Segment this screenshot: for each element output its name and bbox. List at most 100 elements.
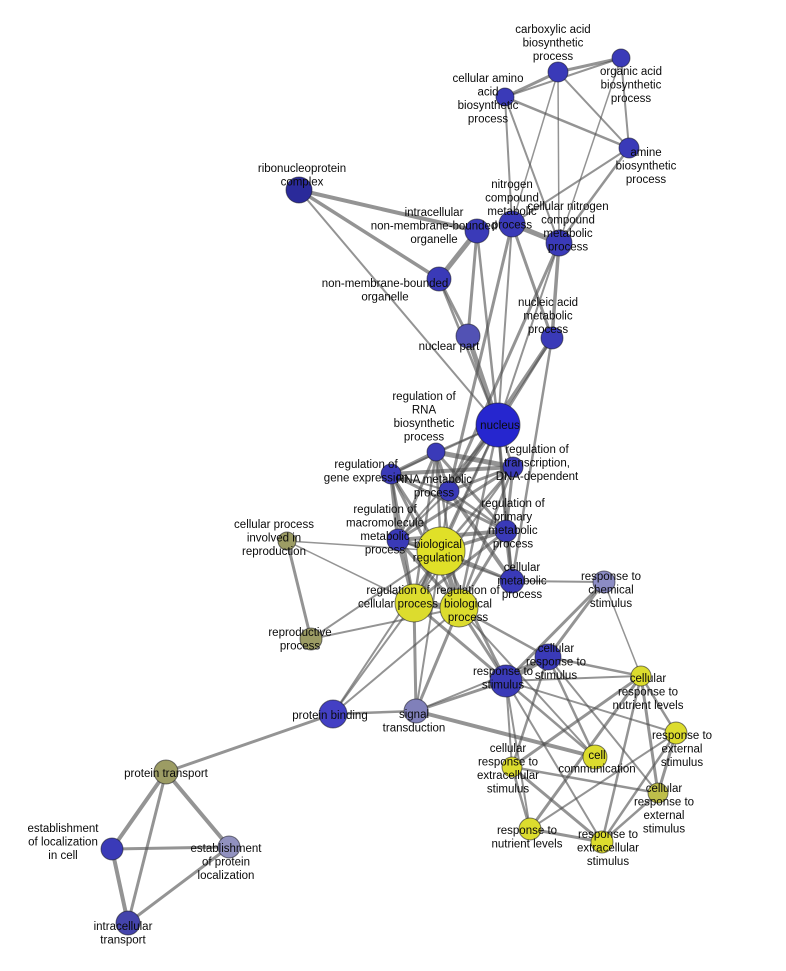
edge-rna-metab--reg-primary-metab[interactable] — [447, 489, 508, 533]
edge-nucleic-acid-metab--cell-metab[interactable] — [510, 336, 554, 583]
edge-cell-resp-stimulus--cell-resp-nutrient[interactable] — [546, 655, 643, 678]
edge-resp-stimulus--resp-nutrient[interactable] — [505, 680, 531, 830]
edge-biol-regulation--repro-process[interactable] — [310, 550, 442, 640]
edge-reg-biol-process--cell-communication[interactable] — [458, 607, 596, 758]
edge-protein-transport--estab-protein-local[interactable] — [164, 770, 231, 849]
node-cell-resp-stimulus[interactable] — [534, 643, 562, 671]
edge-amine-biosyn--cell-n-compound-metab[interactable] — [557, 146, 631, 245]
node-reg-rna-biosyn[interactable] — [426, 442, 446, 462]
node-repro-process[interactable] — [299, 627, 323, 651]
edge-cell-resp-nutrient--resp-extracell[interactable] — [600, 674, 643, 844]
edge-cell-resp-extracell--cell-resp-external[interactable] — [510, 765, 660, 795]
node-rna-metab[interactable] — [438, 480, 460, 502]
edge-intracell-nmb-organelle--nucleus[interactable] — [475, 229, 500, 427]
edge-reg-gene-expr--reg-primary-metab[interactable] — [389, 472, 508, 533]
edge-cell-resp-stimulus--cell-resp-external[interactable] — [547, 656, 659, 794]
edge-resp-external--resp-nutrient[interactable] — [529, 732, 677, 830]
edge-reg-transcription--reg-gene-expr[interactable] — [389, 465, 515, 476]
edge-aa-biosyn--amine-biosyn[interactable] — [503, 95, 631, 150]
edge-reg-cell-process--resp-stimulus[interactable] — [412, 601, 508, 683]
node-n-compound-metab[interactable] — [498, 210, 526, 238]
edge-cell-resp-stimulus--signal-transduction[interactable] — [415, 656, 549, 712]
node-cell-resp-external[interactable] — [647, 782, 669, 804]
node-reg-cell-process[interactable] — [394, 583, 434, 623]
edge-carb-acid-biosyn--amine-biosyn[interactable] — [557, 71, 630, 149]
edge-rnp-complex--nucleus[interactable] — [298, 189, 499, 426]
edge-estab-local-cell--intracell-transport[interactable] — [110, 847, 130, 925]
edge-protein-transport--estab-local-cell[interactable] — [110, 770, 168, 851]
node-cell-resp-extracell[interactable] — [501, 756, 523, 778]
edge-reg-rna-biosyn--reg-macromol-metab[interactable] — [396, 450, 438, 542]
node-nuclear-part[interactable] — [455, 323, 481, 349]
node-biol-regulation[interactable] — [416, 526, 466, 576]
node-nucleus[interactable] — [475, 402, 521, 448]
node-estab-protein-local[interactable] — [217, 835, 241, 859]
node-rnp-complex[interactable] — [285, 176, 313, 204]
edge-resp-extracell--resp-nutrient[interactable] — [528, 827, 604, 844]
node-carb-acid-biosyn[interactable] — [547, 61, 569, 83]
edge-carb-acid-biosyn--org-acid-biosyn[interactable] — [556, 56, 623, 74]
edge-cell-n-compound-metab--nucleus[interactable] — [497, 242, 560, 426]
edge-resp-extracell--cell-resp-extracell[interactable] — [510, 765, 604, 844]
edge-resp-stimulus--cell-communication[interactable] — [504, 679, 597, 759]
edge-reg-biol-process--protein-binding[interactable] — [332, 607, 460, 715]
node-cell-n-compound-metab[interactable] — [545, 229, 573, 257]
edge-cell-resp-nutrient--cell-resp-extracell[interactable] — [510, 674, 643, 769]
edge-biol-regulation--cell-process-repro[interactable] — [286, 540, 442, 552]
edge-cell-resp-nutrient--cell-resp-external[interactable] — [639, 674, 660, 795]
node-reg-gene-expr[interactable] — [380, 463, 402, 485]
edge-reg-cell-process--cell-process-repro[interactable] — [286, 540, 415, 604]
edge-n-compound-metab--nucleus[interactable] — [497, 223, 513, 426]
node-resp-nutrient[interactable] — [518, 817, 542, 841]
edge-cell-communication--signal-transduction[interactable] — [414, 709, 597, 759]
node-reg-macromol-metab[interactable] — [386, 528, 410, 552]
edge-cell-resp-stimulus--cell-communication[interactable] — [546, 655, 597, 759]
edge-resp-external--resp-extracell[interactable] — [600, 731, 678, 844]
node-signal-transduction[interactable] — [403, 698, 429, 724]
edge-cell-resp-stimulus--resp-chemical[interactable] — [546, 580, 606, 659]
edge-n-compound-metab--rna-metab[interactable] — [447, 222, 514, 493]
node-protein-transport[interactable] — [153, 759, 179, 785]
edge-reg-transcription--rna-metab[interactable] — [447, 465, 515, 493]
node-intracell-transport[interactable] — [115, 910, 141, 936]
edge-protein-binding--protein-transport[interactable] — [164, 712, 335, 774]
node-cell-resp-nutrient[interactable] — [630, 665, 652, 687]
node-aa-biosyn[interactable] — [495, 87, 515, 107]
node-nmb-organelle[interactable] — [426, 266, 452, 292]
edge-intracell-nmb-organelle--nuclear-part[interactable] — [466, 229, 479, 338]
edge-estab-local-cell--estab-protein-local[interactable] — [110, 845, 231, 851]
edge-rnp-complex--intracell-nmb-organelle[interactable] — [297, 188, 479, 233]
edge-n-compound-metab--nucleic-acid-metab[interactable] — [510, 222, 554, 340]
edge-reg-biol-process--repro-process[interactable] — [310, 607, 460, 640]
node-reg-primary-metab[interactable] — [494, 519, 518, 543]
node-estab-local-cell[interactable] — [100, 837, 124, 861]
edge-cell-resp-stimulus--cell-resp-extracell[interactable] — [510, 655, 550, 769]
node-resp-stimulus[interactable] — [489, 664, 523, 698]
edge-biol-regulation--protein-binding[interactable] — [332, 550, 442, 715]
edge-rnp-complex--nmb-organelle[interactable] — [297, 188, 441, 281]
node-cell-process-repro[interactable] — [277, 531, 297, 551]
edge-estab-protein-local--intracell-transport[interactable] — [126, 845, 231, 925]
node-resp-chemical[interactable] — [592, 570, 616, 594]
edge-amine-biosyn--n-compound-metab[interactable] — [511, 147, 630, 225]
edge-reg-cell-process--protein-binding[interactable] — [332, 602, 415, 715]
edge-aa-biosyn--n-compound-metab[interactable] — [504, 96, 513, 225]
node-protein-binding[interactable] — [318, 699, 348, 729]
edge-cell-metab--resp-chemical[interactable] — [511, 580, 605, 583]
edge-cell-n-compound-metab--nucleic-acid-metab[interactable] — [550, 241, 561, 340]
edge-org-acid-biosyn--amine-biosyn[interactable] — [620, 57, 630, 149]
node-resp-external[interactable] — [664, 721, 688, 745]
node-reg-transcription[interactable] — [502, 456, 524, 478]
node-org-acid-biosyn[interactable] — [611, 48, 631, 68]
edge-org-acid-biosyn--cell-n-compound-metab[interactable] — [558, 57, 622, 244]
edge-resp-chemical--cell-resp-nutrient[interactable] — [603, 581, 642, 677]
node-intracell-nmb-organelle[interactable] — [464, 218, 490, 244]
node-reg-biol-process[interactable] — [439, 588, 479, 628]
edge-reg-rna-biosyn--reg-transcription[interactable] — [433, 449, 516, 470]
edge-resp-extracell--cell-resp-external[interactable] — [600, 791, 660, 844]
edge-resp-stimulus--cell-resp-nutrient[interactable] — [505, 675, 642, 682]
edge-rna-metab--reg-macromol-metab[interactable] — [397, 490, 450, 541]
edge-resp-stimulus--resp-chemical[interactable] — [504, 580, 606, 683]
edge-rna-metab--cell-metab[interactable] — [447, 489, 514, 583]
edge-cell-n-compound-metab--rna-metab[interactable] — [447, 241, 561, 493]
